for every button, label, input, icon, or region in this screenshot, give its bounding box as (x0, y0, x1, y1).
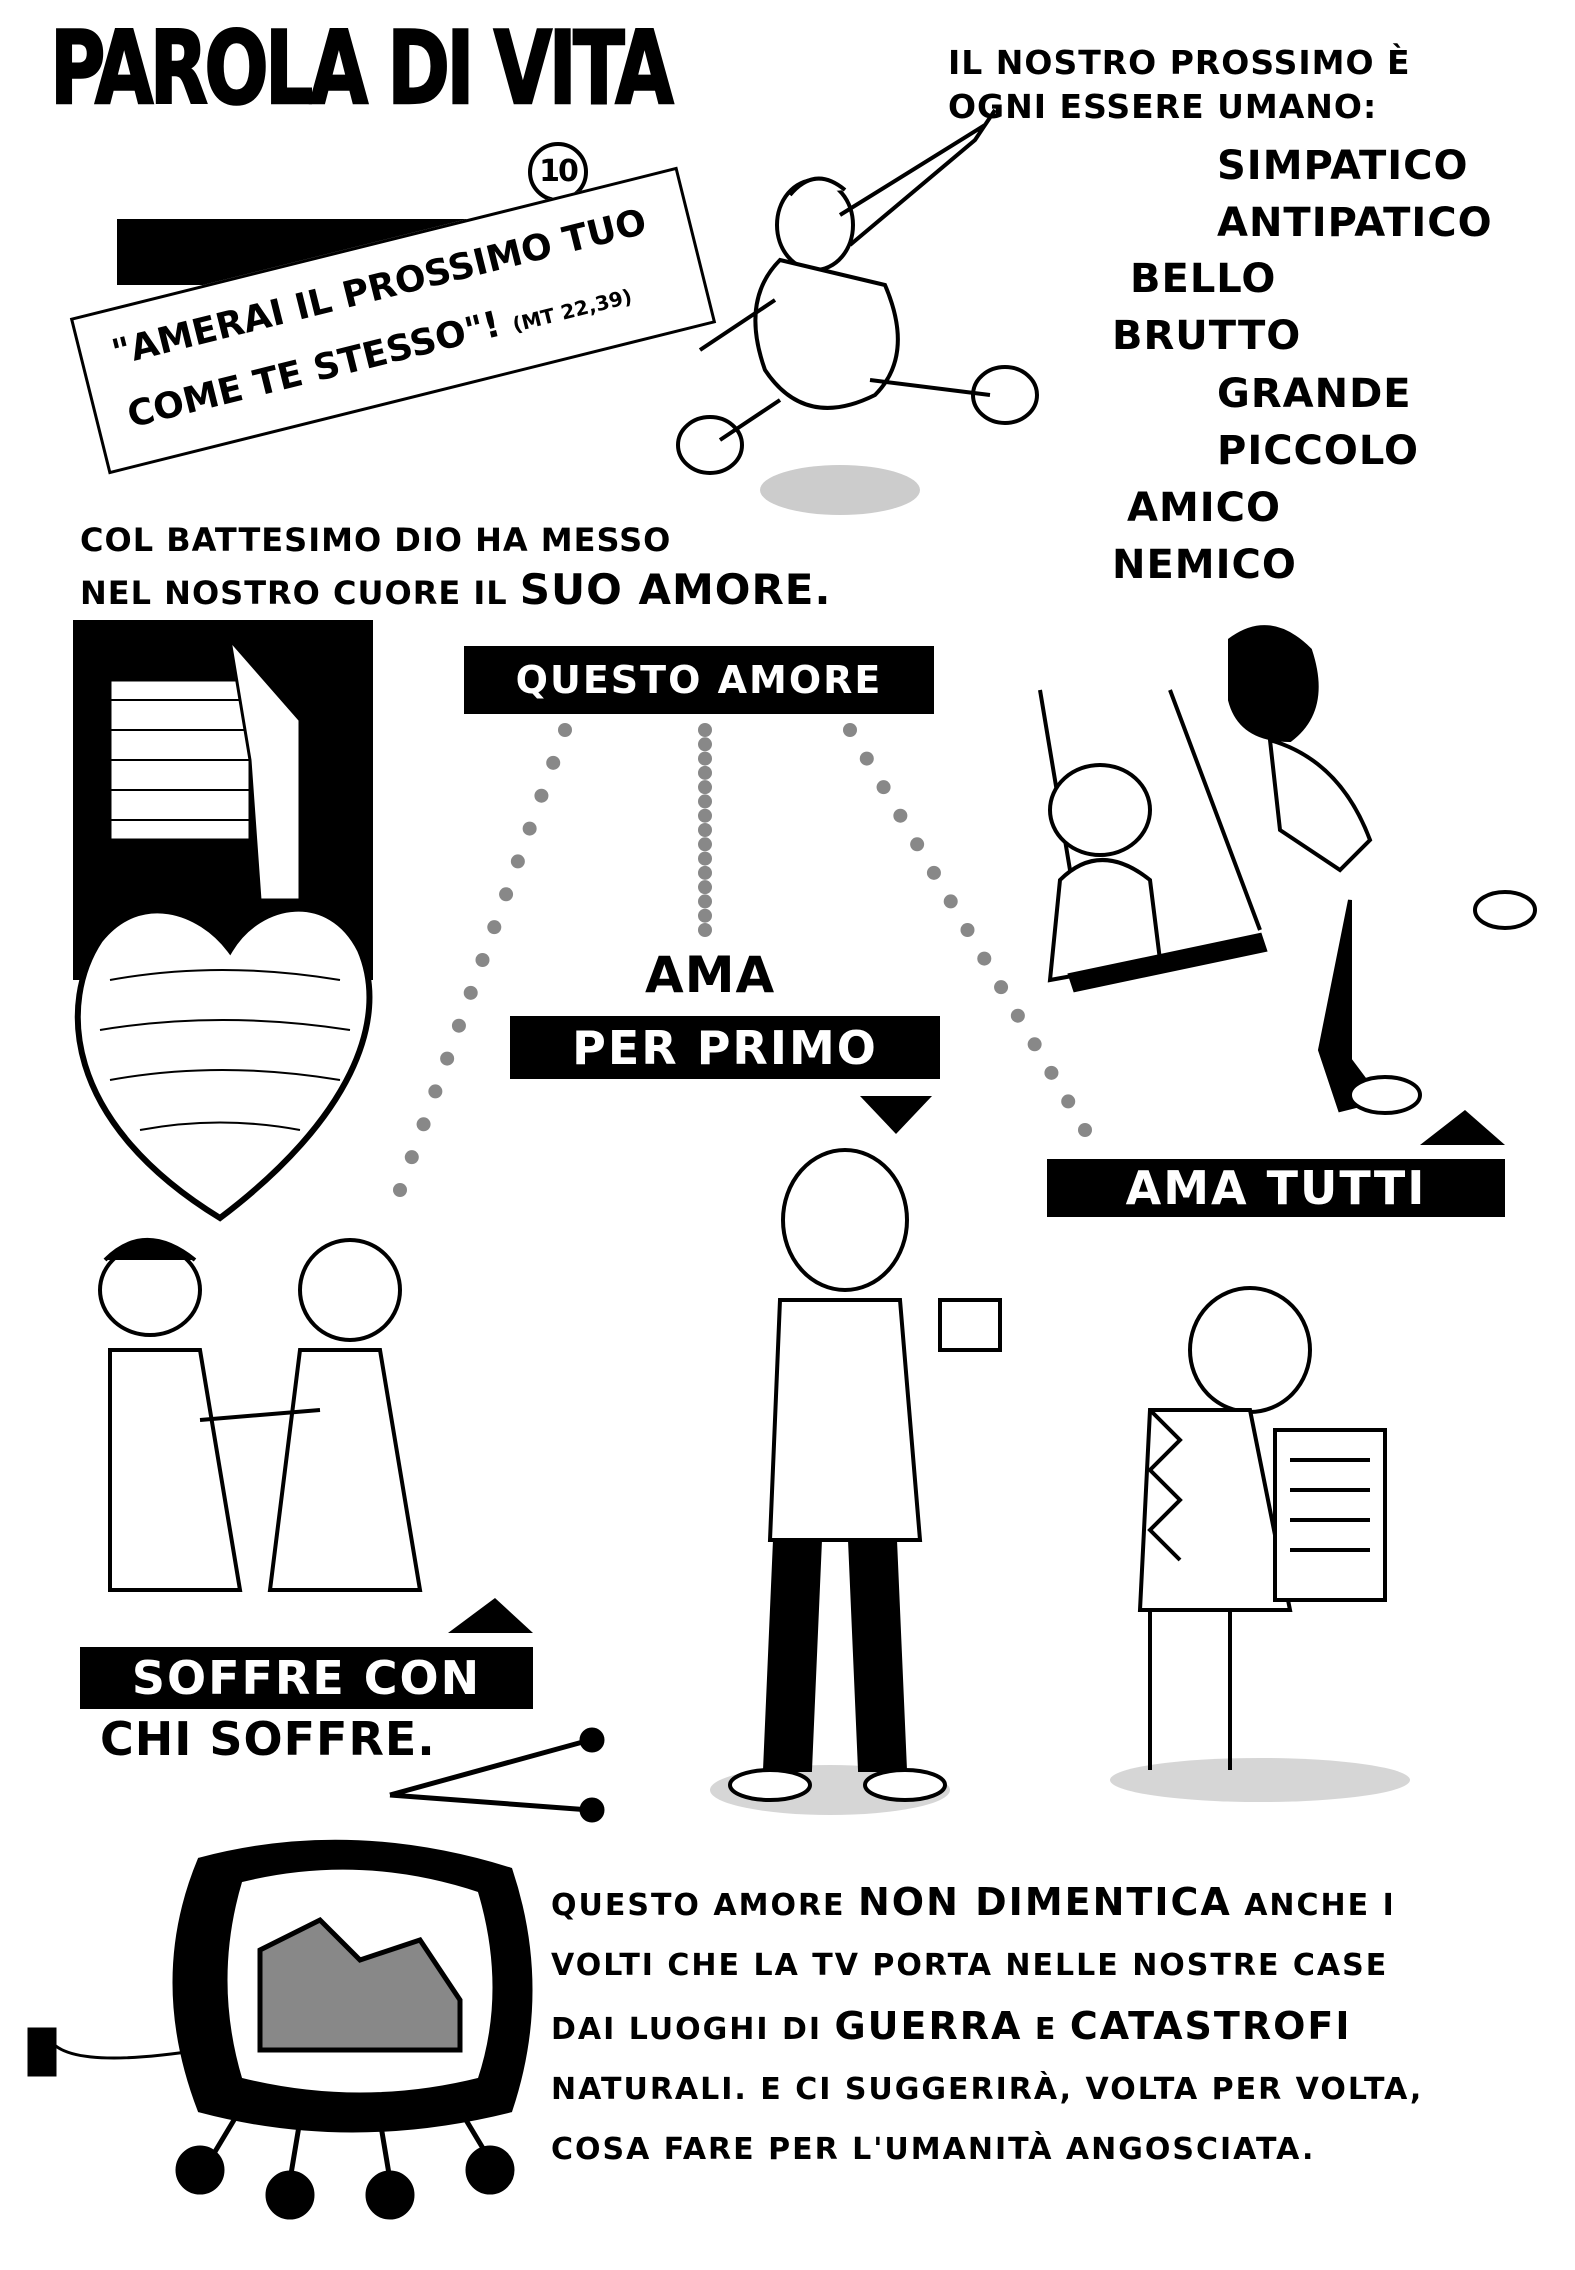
dot (698, 808, 712, 823)
dot (698, 894, 712, 909)
heart-illustration (73, 620, 373, 1222)
list-item: ANTIPATICO (1217, 200, 1493, 246)
dot (510, 854, 525, 869)
dot (994, 980, 1009, 995)
dot (698, 751, 712, 766)
paragraph-line: QUESTO AMORE NON DIMENTICA ANCHE I (551, 1872, 1423, 1936)
dot (698, 765, 712, 780)
neighbor-intro-line-1: IL NOSTRO PROSSIMO È (948, 43, 1411, 82)
old-man-reading-illustration (1110, 1286, 1410, 1802)
text: DAI LUOGHI DI (551, 2012, 835, 2047)
triangle-up-icon (1420, 1110, 1505, 1145)
dot (698, 923, 712, 937)
dot (977, 951, 992, 966)
two-girls-illustration (98, 1238, 423, 1592)
emphasis: CATASTROFI (1069, 2004, 1352, 2048)
dot (463, 985, 478, 1000)
quote-reference: (MT 22,39) (510, 283, 635, 337)
dot (698, 851, 712, 866)
dot (698, 908, 712, 923)
dot (475, 953, 490, 967)
paragraph-line: NATURALI. E CI SUGGERIRÀ, VOLTA PER VOLT… (551, 2072, 1424, 2107)
dot (698, 837, 712, 852)
dot (487, 920, 502, 935)
dot (859, 751, 874, 766)
baptism-line-1: COL BATTESIMO DIO HA MESSO (80, 521, 672, 559)
per-primo-label: PER PRIMO (510, 1016, 940, 1079)
dot (926, 865, 941, 880)
list-item: BELLO (1130, 256, 1277, 302)
dot (428, 1084, 443, 1099)
paragraph-line: COSA FARE PER L'UMANITÀ ANGOSCIATA. (551, 2132, 1316, 2167)
dot (698, 880, 712, 895)
list-item: AMICO (1127, 485, 1282, 531)
paragraph-line: DAI LUOGHI DI GUERRA E CATASTROFI (551, 1996, 1423, 2060)
dot (698, 865, 712, 880)
dot (698, 794, 712, 809)
dot (534, 788, 549, 803)
baptism-text: NEL NOSTRO CUORE IL (80, 574, 520, 612)
baptism-line-2: NEL NOSTRO CUORE IL SUO AMORE. (80, 565, 832, 614)
list-item: SIMPATICO (1217, 143, 1469, 189)
ama-tutti-label: AMA TUTTI (1047, 1159, 1505, 1217)
dot (698, 723, 712, 737)
text: E (1022, 2012, 1070, 2047)
dot (698, 823, 712, 837)
dot (698, 737, 712, 752)
text: ANCHE I (1231, 1888, 1396, 1923)
swing-illustration (1038, 625, 1537, 1115)
dot (893, 808, 908, 823)
dot (404, 1150, 419, 1165)
chi-soffre-label: CHI SOFFRE. (100, 1712, 436, 1766)
tv-illustration (27, 1727, 605, 2220)
neighbor-intro-line-2: OGNI ESSERE UMANO: (948, 87, 1378, 126)
dot (960, 923, 975, 937)
page-title: PAROLA DI VITA (49, 9, 675, 128)
triangle-down-icon (860, 1096, 932, 1134)
dot (1027, 1037, 1042, 1052)
text: QUESTO AMORE (551, 1888, 858, 1923)
dot (440, 1051, 455, 1066)
pointing-boy-illustration (676, 108, 1039, 515)
list-item: BRUTTO (1112, 313, 1302, 359)
dot (416, 1117, 431, 1132)
questo-amore-label: QUESTO AMORE (464, 646, 934, 714)
dot (1078, 1123, 1092, 1137)
list-item: PICCOLO (1217, 428, 1419, 474)
soffre-con-label: SOFFRE CON (80, 1647, 533, 1709)
ama-label: AMA (645, 946, 776, 1004)
dot (522, 821, 537, 836)
dot (876, 780, 891, 795)
dot (546, 755, 561, 770)
dot (558, 723, 572, 737)
tv-paragraph: QUESTO AMORE NON DIMENTICA ANCHE I VOLTI… (551, 1872, 1423, 2180)
dot (393, 1183, 407, 1197)
list-item: NEMICO (1112, 542, 1297, 588)
dot (499, 887, 514, 902)
emphasis: GUERRA (834, 2004, 1023, 2048)
dot (910, 837, 925, 852)
dot (1044, 1065, 1059, 1080)
dotted-connectors (393, 723, 1092, 1197)
list-item: GRANDE (1217, 371, 1412, 417)
dot (1061, 1094, 1076, 1109)
dot (1010, 1008, 1025, 1023)
dot (843, 723, 857, 737)
emphasis: NON DIMENTICA (858, 1880, 1232, 1924)
baptism-emphasis: SUO AMORE. (519, 565, 832, 614)
boy-with-gift-illustration (710, 1148, 1002, 1815)
dot (698, 780, 712, 795)
dot (451, 1018, 466, 1033)
triangle-up-icon (448, 1598, 533, 1633)
dot (943, 894, 958, 909)
paragraph-line: VOLTI CHE LA TV PORTA NELLE NOSTRE CASE (551, 1948, 1389, 1983)
